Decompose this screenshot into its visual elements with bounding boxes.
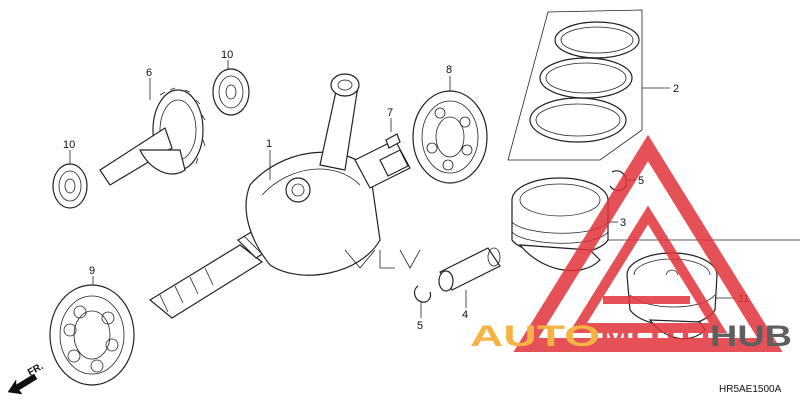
callout-5-left: 5: [417, 320, 423, 332]
crankshaft-1: [148, 139, 421, 319]
watermark-text-moto: MOTO: [600, 320, 710, 353]
callout-10-top: 10: [221, 49, 233, 61]
callout-2: 2: [673, 83, 679, 95]
connecting-rod: [319, 73, 360, 171]
leader-lines: [69, 60, 735, 318]
bearing-10-top: [212, 68, 250, 116]
callout-1: 1: [266, 138, 272, 150]
bearing-9: [49, 284, 135, 386]
key-7: [385, 133, 401, 149]
callout-7: 7: [387, 107, 393, 119]
callout-9: 9: [89, 265, 95, 277]
callout-10-left: 10: [63, 139, 75, 151]
watermark-triangle-icon: [513, 134, 783, 352]
callout-5-right: 5: [638, 175, 644, 187]
callout-4: 4: [462, 309, 468, 321]
piston-rings-2: [507, 9, 643, 161]
balancer-gear-6: [99, 87, 206, 186]
callout-8: 8: [446, 64, 452, 76]
diagram-code: HR5AE1500A: [719, 384, 782, 395]
watermark-logo: AUTO MOTO HUB: [470, 134, 792, 353]
callout-3: 3: [620, 217, 626, 229]
piston-pin-clip-5-left: [413, 285, 432, 303]
bearing-10-left: [52, 163, 88, 209]
bearing-8: [412, 90, 488, 184]
piston-pin-4: [438, 247, 501, 292]
front-arrow-icon: [7, 373, 38, 395]
front-arrow-label: FR.: [26, 361, 46, 379]
front-arrow: FR.: [7, 361, 46, 395]
watermark-text-auto: AUTO: [470, 320, 600, 353]
callout-6: 6: [146, 67, 152, 79]
watermark-text-hub: HUB: [710, 320, 792, 353]
